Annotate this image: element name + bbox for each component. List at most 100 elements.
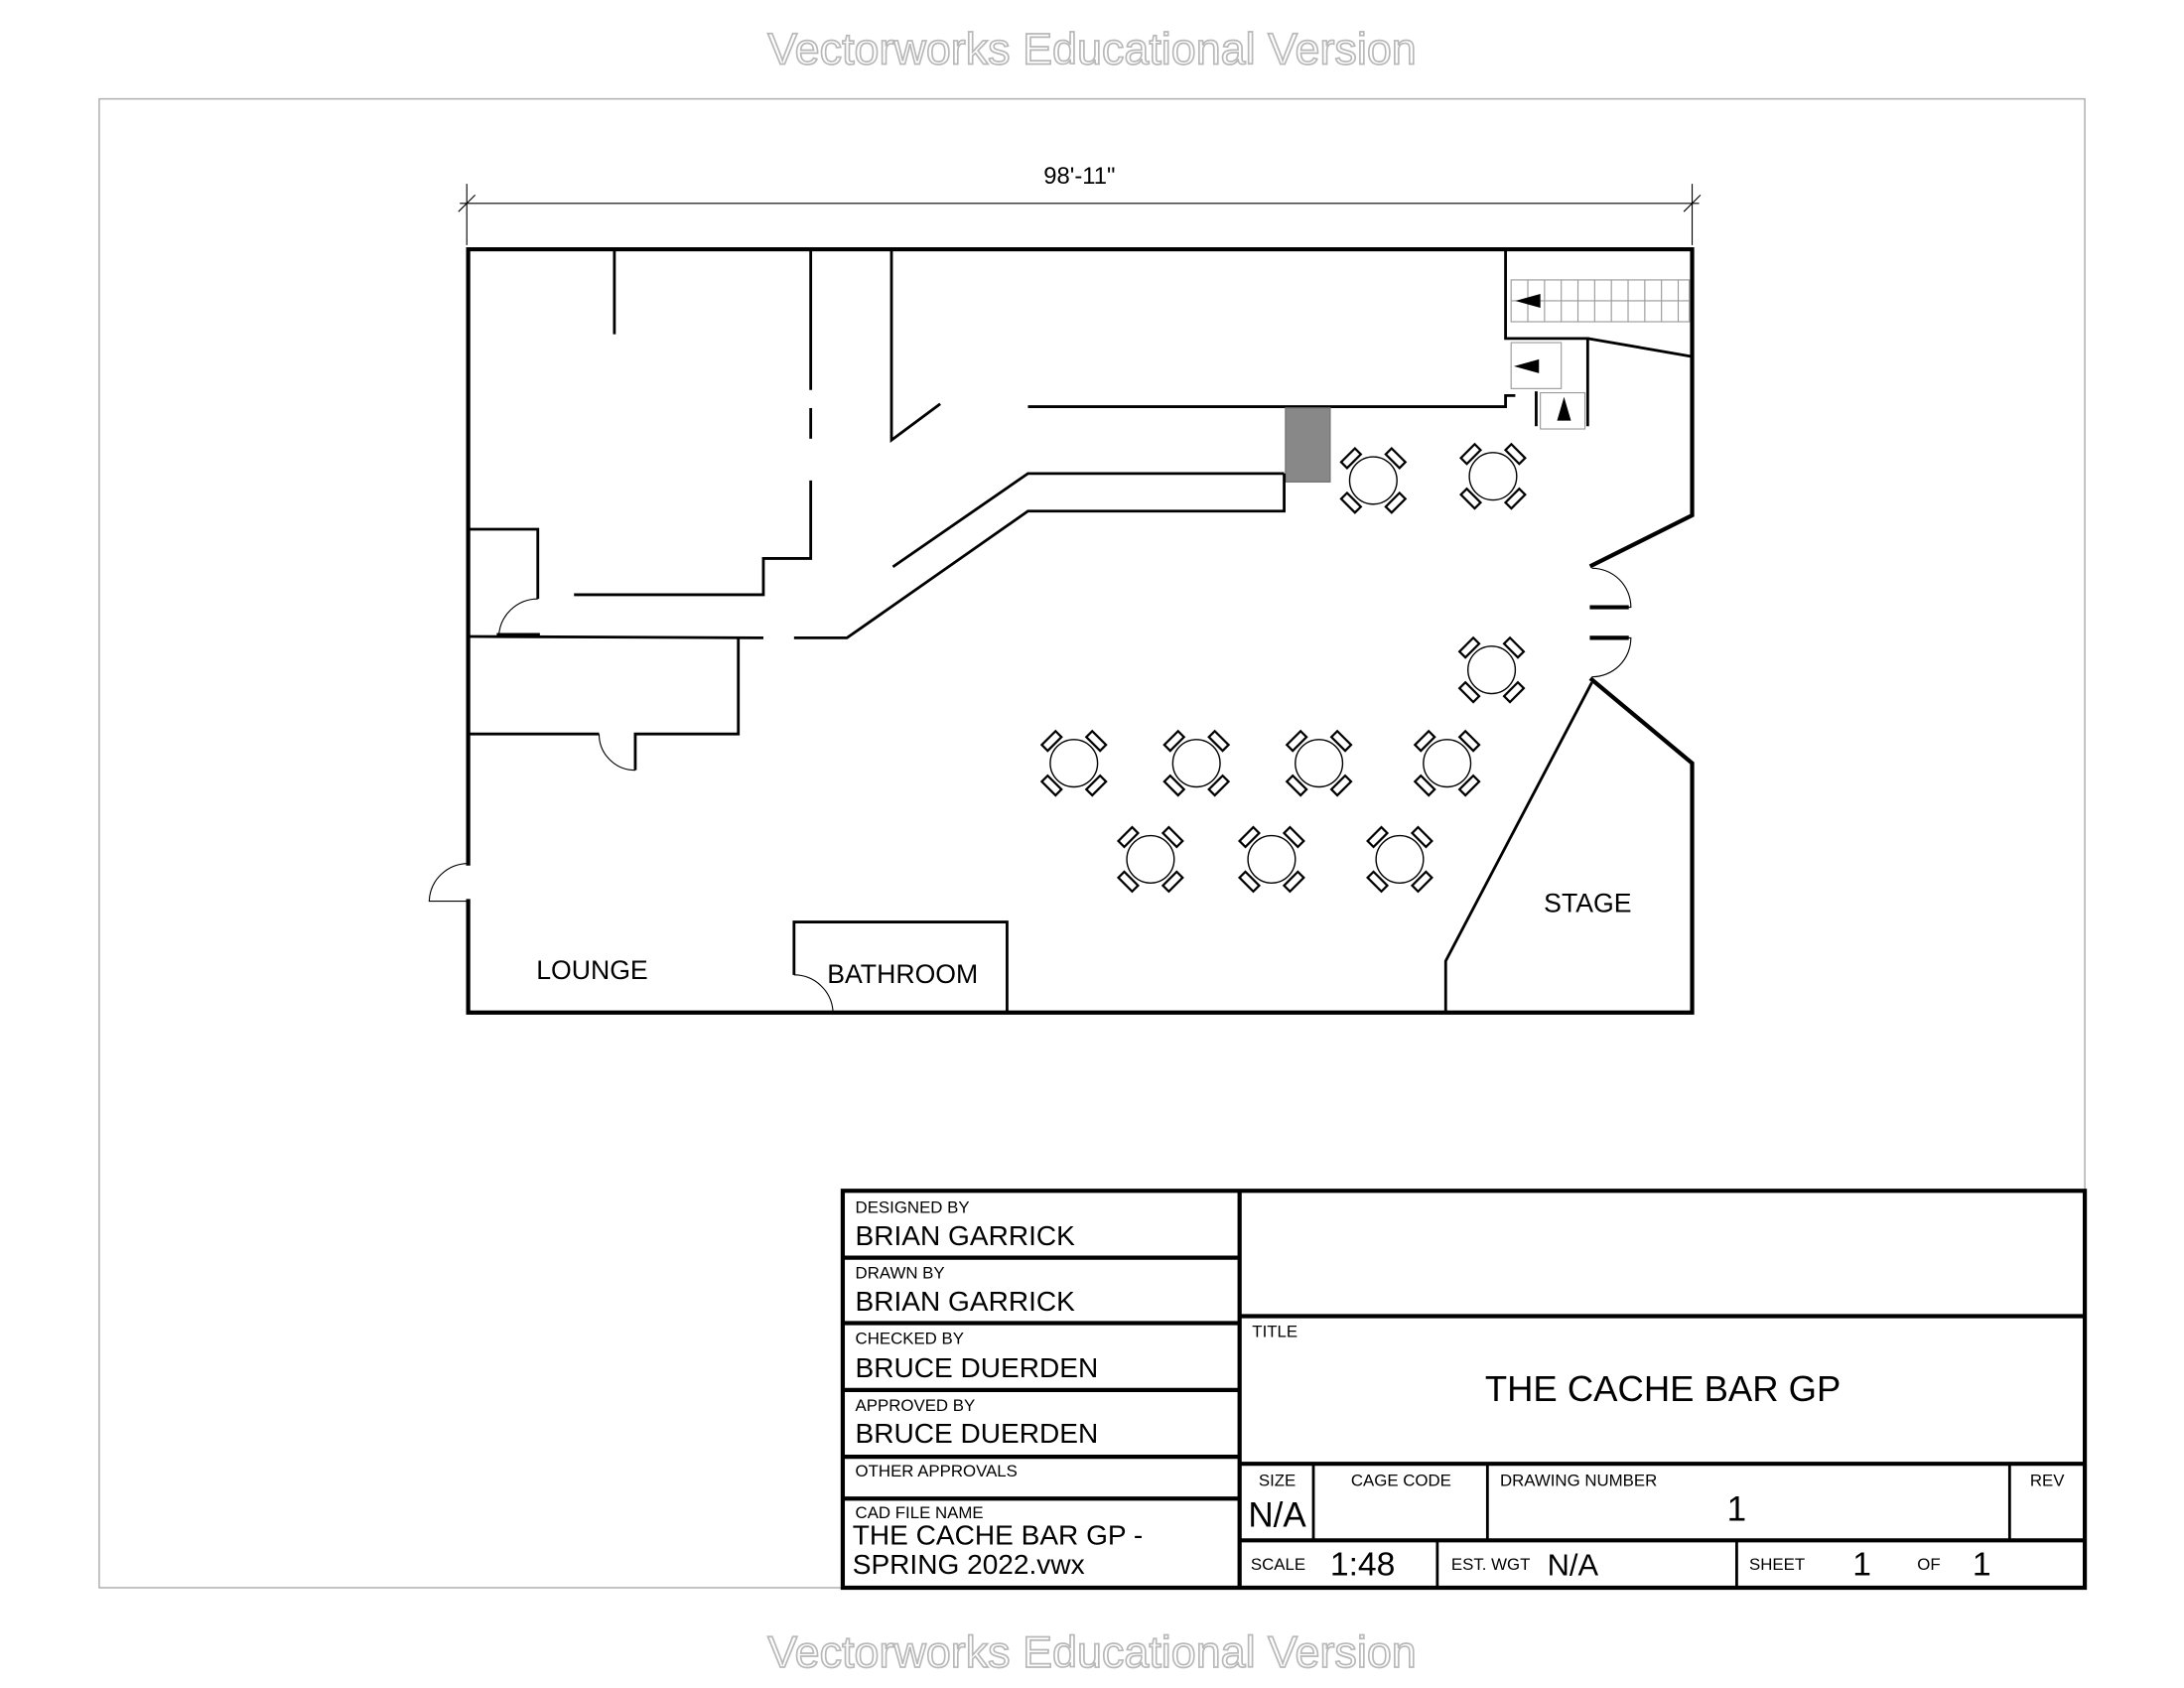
chair	[1237, 825, 1262, 849]
other-approvals-label: OTHER APPROVALS	[856, 1462, 1018, 1480]
chair	[1160, 825, 1184, 849]
checked-by-value: BRUCE DUERDEN	[856, 1352, 1099, 1383]
table	[1171, 739, 1221, 788]
chair	[1237, 870, 1262, 894]
table	[1126, 834, 1175, 884]
table-with-chairs	[1366, 825, 1433, 894]
chair	[1502, 680, 1526, 704]
chair	[1502, 635, 1526, 659]
chair	[1160, 870, 1184, 894]
exterior-wall	[466, 676, 1695, 1015]
chair	[1084, 774, 1108, 797]
floor-plan: LOUNGE BATHROOM STAGE	[428, 246, 1695, 1015]
chair	[1207, 729, 1231, 753]
chair	[1285, 774, 1308, 797]
cage-code-label: CAGE CODE	[1351, 1472, 1451, 1490]
chair	[1039, 774, 1063, 797]
bar-counter	[1285, 407, 1331, 484]
chair	[1116, 825, 1140, 849]
chair	[1413, 774, 1436, 797]
chair	[1162, 729, 1186, 753]
chair	[1084, 729, 1108, 753]
arrow-icon	[1515, 293, 1541, 308]
cad-file-value: THE CACHE BAR GP - SPRING 2022.vwx	[852, 1522, 1144, 1581]
arrow-icon	[1557, 396, 1571, 421]
rev-label: REV	[2030, 1472, 2065, 1490]
chair	[1457, 774, 1481, 797]
table	[1467, 645, 1517, 695]
sheet-value: 1	[1852, 1546, 1871, 1583]
table-with-chairs	[1116, 825, 1184, 894]
chair	[1413, 729, 1436, 753]
chair	[1457, 680, 1481, 704]
overall-dimension: 98'-11"	[458, 163, 1702, 245]
chair	[1339, 491, 1363, 514]
chair	[1503, 442, 1527, 466]
chair	[1207, 774, 1231, 797]
chair	[1384, 491, 1408, 514]
chair	[1459, 487, 1483, 510]
size-label: SIZE	[1259, 1472, 1296, 1490]
chair	[1410, 825, 1433, 849]
chair	[1329, 774, 1353, 797]
dimension-label: 98'-11"	[1043, 163, 1115, 190]
table	[1348, 456, 1398, 505]
arrow-icon	[1514, 358, 1540, 373]
drawn-by-value: BRIAN GARRICK	[856, 1286, 1076, 1317]
table	[1423, 739, 1472, 788]
table-with-chairs	[1339, 446, 1408, 514]
table-with-chairs	[1285, 729, 1353, 797]
size-value: N/A	[1248, 1495, 1306, 1534]
chair	[1384, 446, 1408, 470]
watermark-bottom: Vectorworks Educational Version	[767, 1626, 1417, 1677]
chair	[1366, 825, 1390, 849]
drawing-number-label: DRAWING NUMBER	[1500, 1472, 1657, 1490]
stage-edge	[1443, 681, 1593, 1013]
scale-label: SCALE	[1251, 1555, 1305, 1574]
table	[1049, 739, 1099, 788]
title-block: DESIGNED BY BRIAN GARRICK DRAWN BY BRIAN…	[840, 1189, 2088, 1591]
drawing-title: THE CACHE BAR GP	[1485, 1368, 1842, 1409]
chair	[1457, 635, 1481, 659]
table-with-chairs	[1237, 825, 1305, 894]
of-label: OF	[1917, 1555, 1940, 1574]
door[interactable]	[793, 974, 834, 1013]
table-with-chairs	[1413, 729, 1481, 797]
table-with-chairs	[1162, 729, 1231, 797]
watermark-top: Vectorworks Educational Version	[767, 24, 1417, 74]
door[interactable]	[428, 863, 469, 903]
chair	[1116, 870, 1140, 894]
room-label-stage: STAGE	[1544, 889, 1631, 918]
tables	[1039, 442, 1527, 894]
room-label-lounge: LOUNGE	[536, 955, 648, 985]
cad-file-label: CAD FILE NAME	[856, 1503, 984, 1522]
table-with-chairs	[1039, 729, 1108, 797]
sheet-label: SHEET	[1749, 1555, 1805, 1574]
door[interactable]	[1591, 567, 1632, 609]
exterior-wall	[466, 246, 1695, 866]
chair	[1329, 729, 1353, 753]
door[interactable]	[598, 734, 635, 772]
chair	[1457, 729, 1481, 753]
drawing-number-value: 1	[1727, 1490, 1747, 1529]
est-wgt-value: N/A	[1548, 1547, 1599, 1582]
chair	[1039, 729, 1063, 753]
designed-by-label: DESIGNED BY	[856, 1198, 970, 1217]
door[interactable]	[1591, 636, 1632, 678]
stairs	[1504, 249, 1693, 430]
chair	[1366, 870, 1390, 894]
est-wgt-label: EST. WGT	[1451, 1555, 1530, 1574]
door[interactable]	[497, 598, 538, 637]
table	[1247, 834, 1297, 884]
title-label: TITLE	[1252, 1323, 1297, 1341]
chair	[1410, 870, 1433, 894]
table	[1375, 834, 1425, 884]
chair	[1339, 446, 1363, 470]
approved-by-value: BRUCE DUERDEN	[856, 1418, 1099, 1449]
chair	[1162, 774, 1186, 797]
chair	[1285, 729, 1308, 753]
scale-value: 1:48	[1330, 1546, 1396, 1583]
table-with-chairs	[1457, 635, 1526, 704]
table-with-chairs	[1459, 442, 1527, 510]
